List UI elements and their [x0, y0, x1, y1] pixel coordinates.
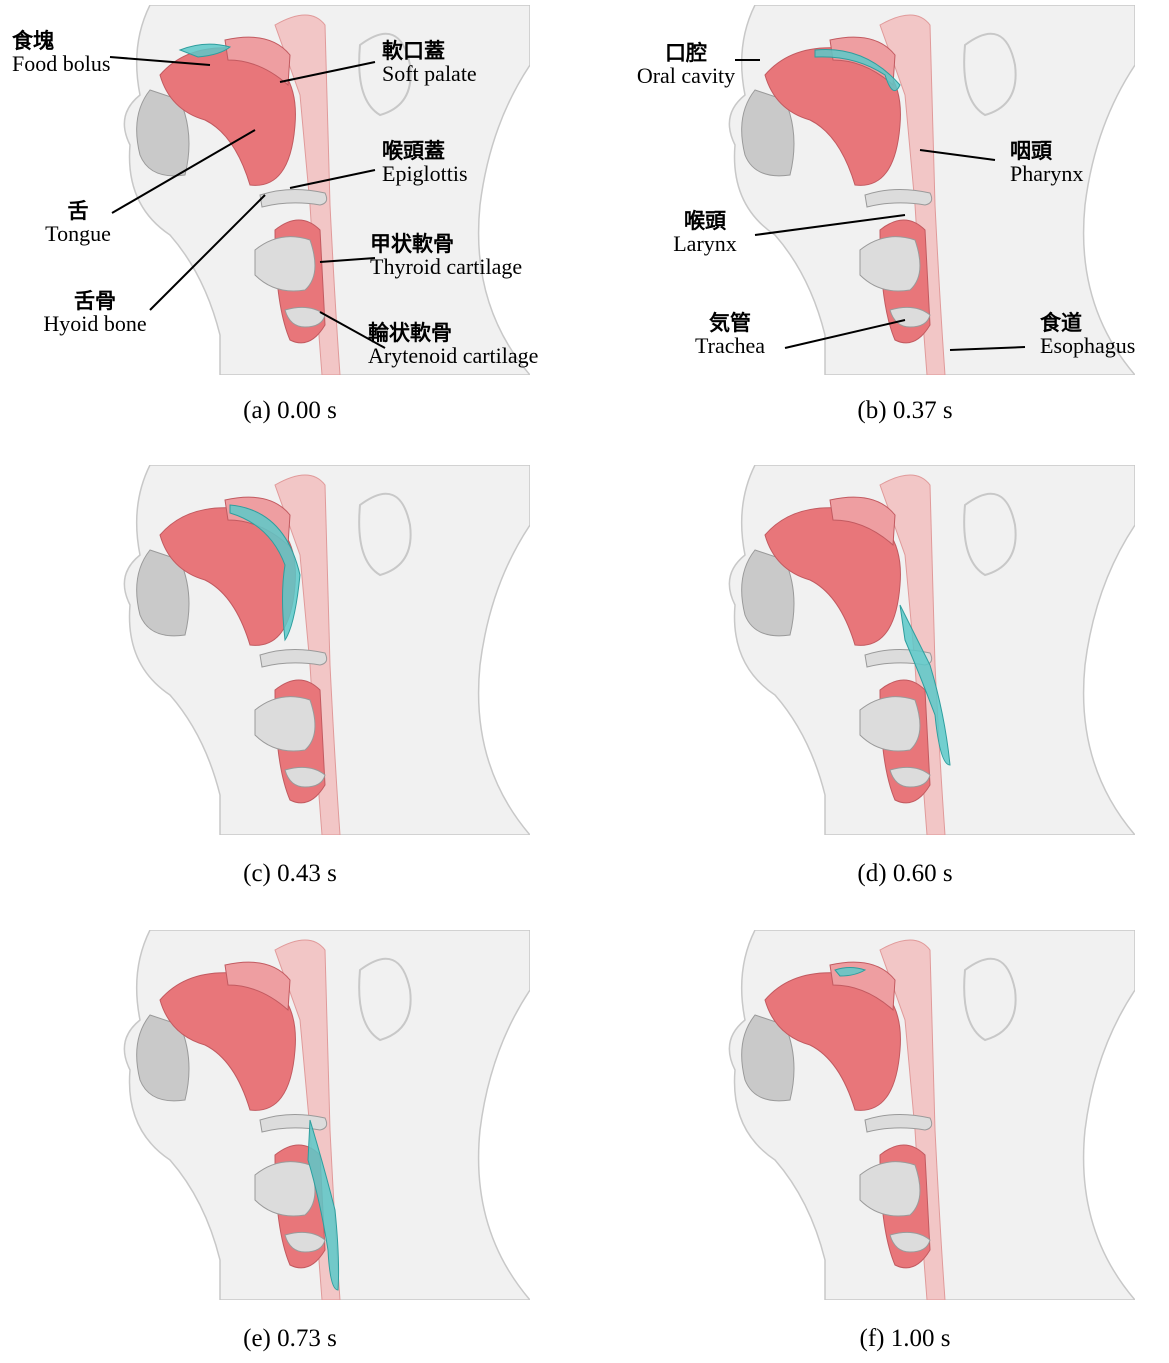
anatomy-group: [124, 465, 530, 835]
label-thyroid-cartilage: 甲状軟骨 Thyroid cartilage: [370, 233, 522, 278]
thyroid-cartilage: [255, 1162, 315, 1216]
label-soft-palate: 軟口蓋 Soft palate: [382, 40, 477, 85]
label-arytenoid-cartilage: 輪状軟骨 Arytenoid cartilage: [368, 322, 538, 367]
label-trachea: 気管 Trachea: [695, 312, 765, 357]
anatomy-group: [729, 465, 1135, 835]
label-pharynx: 咽頭 Pharynx: [1010, 140, 1083, 185]
caption-f: (f) 1.00 s: [860, 1325, 951, 1353]
caption-c: (c) 0.43 s: [243, 860, 337, 888]
anatomy-group: [729, 930, 1135, 1300]
label-epiglottis: 喉頭蓋 Epiglottis: [382, 140, 468, 185]
panel-f: [715, 930, 1135, 1300]
label-oral-cavity: 口腔 Oral cavity: [637, 42, 735, 87]
caption-a: (a) 0.00 s: [243, 397, 337, 425]
anatomy-render: [715, 465, 1135, 835]
caption-b: (b) 0.37 s: [857, 397, 952, 425]
label-larynx: 喉頭 Larynx: [673, 210, 737, 255]
thyroid-cartilage: [860, 1162, 920, 1216]
thyroid-cartilage: [860, 697, 920, 751]
anatomy-render: [110, 930, 530, 1300]
thyroid-cartilage: [255, 237, 315, 291]
anatomy-group: [124, 930, 530, 1300]
label-food-bolus: 食塊 Food bolus: [12, 30, 110, 75]
thyroid-cartilage: [255, 697, 315, 751]
thyroid-cartilage: [860, 237, 920, 291]
caption-d: (d) 0.60 s: [857, 860, 952, 888]
anatomy-render: [715, 930, 1135, 1300]
anatomy-render: [110, 465, 530, 835]
label-hyoid-bone: 舌骨 Hyoid bone: [43, 290, 146, 335]
label-tongue: 舌 Tongue: [45, 200, 111, 245]
panel-c: [110, 465, 530, 835]
panel-d: [715, 465, 1135, 835]
panel-e: [110, 930, 530, 1300]
label-esophagus: 食道 Esophagus: [1040, 312, 1135, 357]
caption-e: (e) 0.73 s: [243, 1325, 337, 1353]
